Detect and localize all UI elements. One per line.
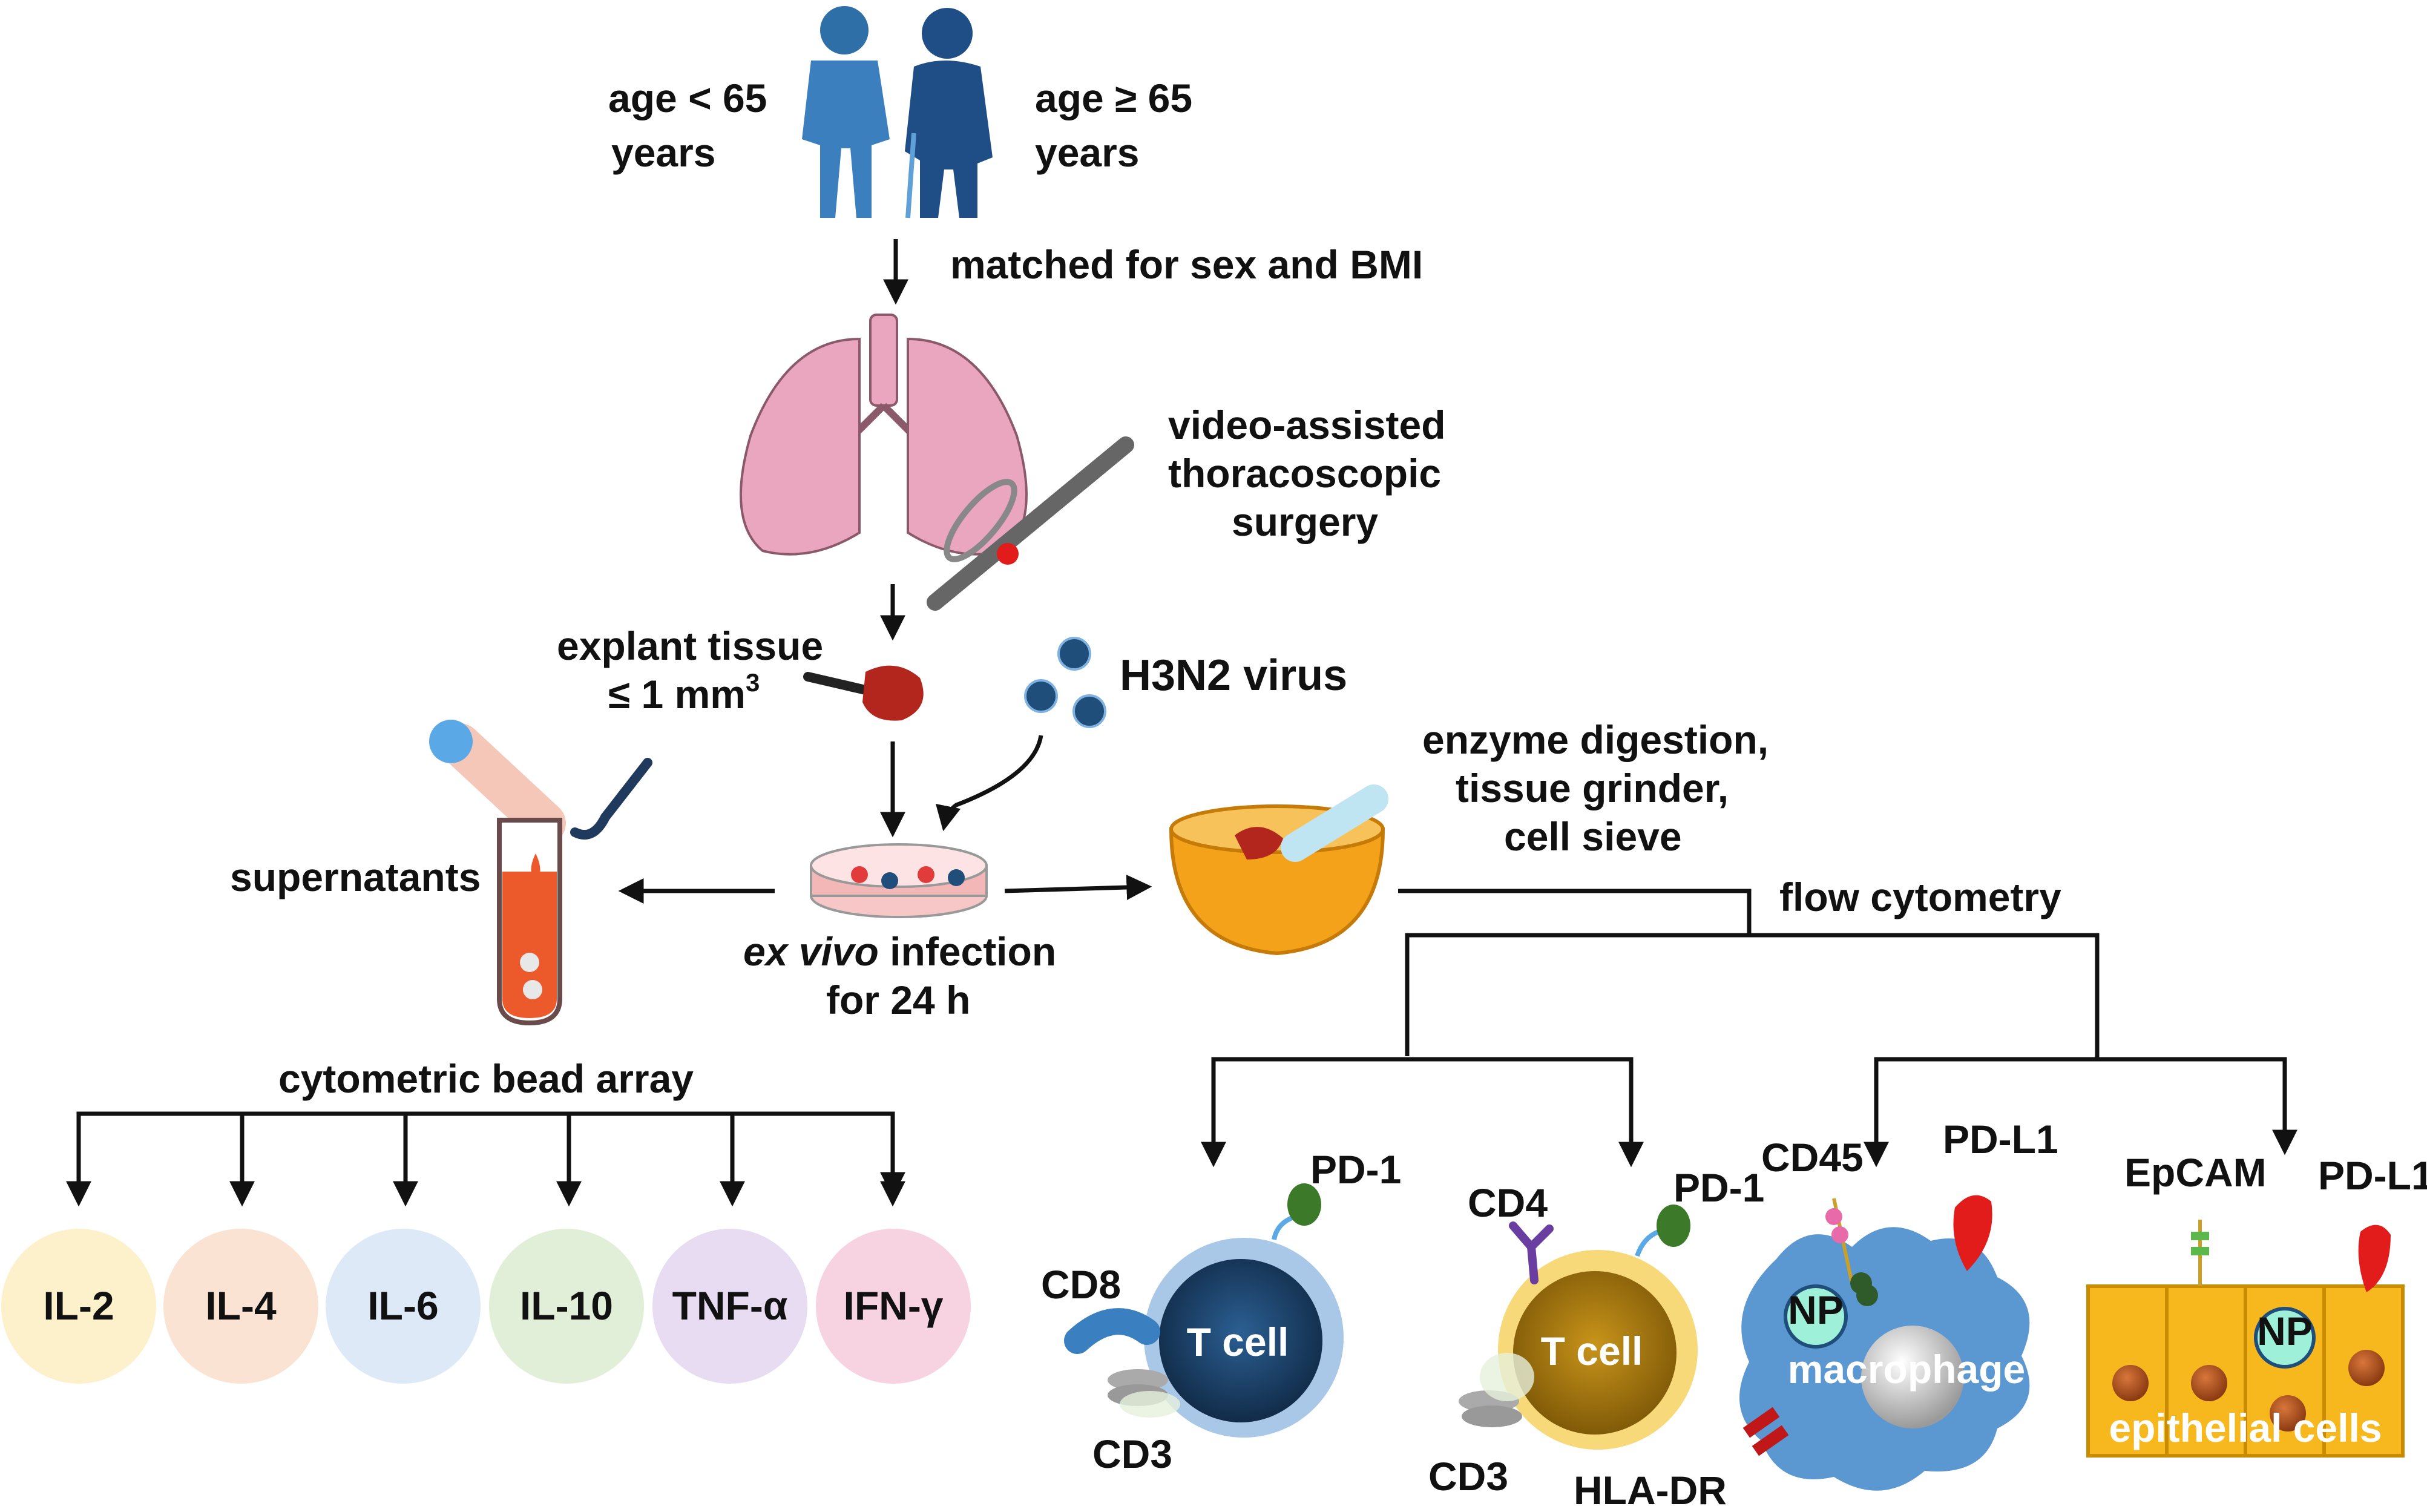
explant-line1: explant tissue (557, 623, 823, 668)
cd8-pd1-label: PD-1 (1310, 1147, 1401, 1192)
cytokine-il6: IL-6 (326, 1229, 481, 1384)
age-young-line1: age < 65 (608, 76, 767, 120)
cytokine-label: TNF-α (672, 1283, 788, 1328)
cytokine-tnf: TNF-α (652, 1229, 807, 1384)
epcam-label: EpCAM (2124, 1150, 2267, 1195)
cytokine-il2: IL-2 (1, 1229, 156, 1384)
person-young-icon (802, 6, 890, 218)
matched-label: matched for sex and BMI (950, 242, 1423, 287)
cd4-hla-label: HLA-DR (1574, 1468, 1727, 1509)
thoracoscope-icon (927, 436, 1134, 611)
virus-label: H3N2 virus (1120, 651, 1347, 700)
cytokine-ifng: IFN-γ (816, 1229, 971, 1384)
macrophage-label: macrophage (1788, 1347, 2025, 1392)
macrophage-icon (1739, 1195, 2030, 1491)
cytokine-circle (652, 1229, 807, 1384)
cd45-label: CD45 (1761, 1135, 1864, 1180)
cd4-cell-label: T cell (1541, 1329, 1643, 1373)
cd4-label: CD4 (1468, 1180, 1548, 1225)
cytokine-circle (489, 1229, 644, 1384)
cytokine-circle (163, 1229, 318, 1384)
epithelial-label: epithelial cells (2109, 1405, 2382, 1450)
supernatants-label: supernatants (230, 855, 481, 899)
macrophage-np-label: NP (1788, 1287, 1844, 1332)
age-young-line2: years (611, 130, 716, 175)
cd8-cell-label: T cell (1187, 1320, 1289, 1364)
h3n2-virus-icon (1024, 637, 1106, 728)
tissue-piece-icon (803, 665, 924, 721)
lung-icon (740, 314, 1028, 556)
infection-italic: ex vivo (743, 929, 879, 974)
bead-array-tree (66, 1111, 905, 1207)
pipette-icon (429, 720, 652, 844)
cd8-label: CD8 (1041, 1262, 1121, 1307)
arrow-virus-to-dish (936, 735, 1043, 832)
cytokine-label: IL-2 (43, 1283, 114, 1328)
cd4-pd1-label: PD-1 (1673, 1165, 1764, 1210)
cytokine-label: IL-4 (205, 1283, 277, 1328)
cytokine-circle (1, 1229, 156, 1384)
macrophage-pdl1-label: PD-L1 (1943, 1117, 2058, 1162)
cytokine-label: IL-6 (367, 1283, 438, 1328)
flow-cytometry-tree (1201, 889, 2297, 1168)
person-elderly-icon (905, 8, 993, 219)
cytokine-il10: IL-10 (489, 1229, 644, 1384)
explant-size: ≤ 1 mm (608, 672, 746, 717)
surgery-line1: video-assisted (1168, 403, 1446, 447)
epithelial-pdl1-label: PD-L1 (2318, 1153, 2427, 1198)
surgery-line3: surgery (1232, 499, 1378, 544)
flow-cytometry-label: flow cytometry (1779, 875, 2061, 919)
age-old-line1: age ≥ 65 (1035, 76, 1192, 120)
explant-line2: ≤ 1 mm3 (608, 668, 760, 717)
epithelial-cells-icon (2086, 1220, 2405, 1458)
digestion-line2: tissue grinder, (1456, 766, 1729, 810)
cd8-cd3-label: CD3 (1092, 1431, 1172, 1476)
cd8-t-cell-icon (1064, 1183, 1344, 1438)
cytokine-circle (816, 1229, 971, 1384)
surgery-line2: thoracoscopic (1168, 451, 1441, 496)
age-old-line2: years (1035, 130, 1140, 175)
infection-rest: infection (879, 929, 1056, 974)
infection-line1: ex vivo infection (743, 929, 1056, 974)
explant-superscript: 3 (746, 668, 760, 697)
culture-dish-icon (810, 843, 988, 918)
cytokine-label: IFN-γ (844, 1283, 944, 1328)
cytokine-label: IL-10 (520, 1283, 613, 1328)
epithelial-np-label: NP (2257, 1309, 2313, 1353)
arrow-to-digestion (1004, 875, 1152, 900)
bead-array-label: cytometric bead array (278, 1056, 694, 1101)
cd4-cd3-label: CD3 (1428, 1454, 1508, 1499)
test-tube-icon (497, 818, 562, 1026)
cytokine-il4: IL-4 (163, 1229, 318, 1384)
infection-line2: for 24 h (826, 978, 970, 1022)
cd4-t-cell-icon (1459, 1205, 1698, 1450)
mortar-pestle-icon (1169, 784, 1388, 956)
digestion-line3: cell sieve (1504, 814, 1682, 859)
cytokine-circle (326, 1229, 481, 1384)
digestion-line1: enzyme digestion, (1422, 717, 1769, 762)
